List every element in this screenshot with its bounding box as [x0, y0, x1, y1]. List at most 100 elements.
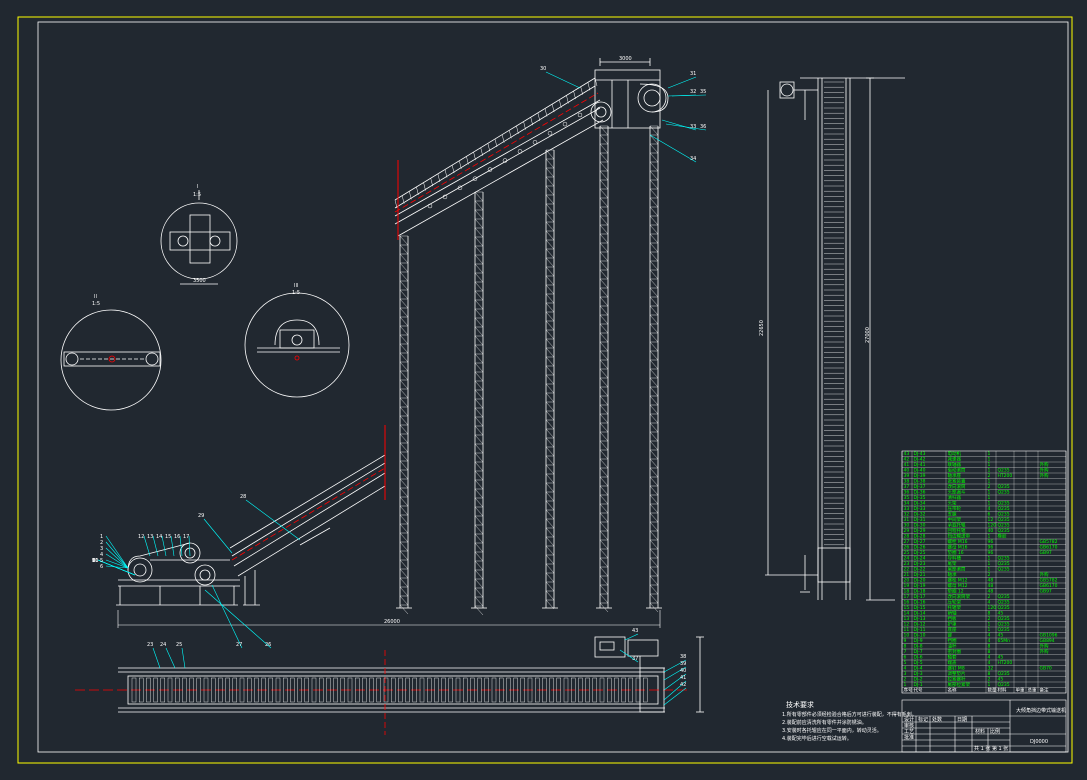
bom-cell: 张紧装置	[948, 478, 966, 485]
bom-cell: DJ-18	[914, 589, 926, 595]
tower-brace	[545, 275, 555, 286]
bom-cell: DJ-19	[914, 583, 926, 589]
tower-brace	[599, 575, 609, 586]
bom-cell: DJ-25	[914, 550, 926, 556]
leader-line	[181, 647, 186, 669]
plan-roller	[297, 677, 302, 703]
bom-cell: 8	[988, 671, 991, 677]
callout-number: 4	[100, 552, 103, 558]
plan-roller	[326, 677, 331, 703]
tower-brace	[545, 545, 555, 556]
bom-cell: Q235	[998, 594, 1010, 600]
callout-number: 37	[632, 656, 638, 662]
bom-cell: 螺栓 M12	[948, 577, 968, 584]
plan-roller	[513, 677, 518, 703]
bom-cell: DJ-33	[914, 506, 926, 512]
tower-brace	[545, 590, 555, 601]
bom-cell: Q235	[998, 600, 1010, 606]
tower-brace	[545, 518, 555, 529]
bom-cell: 头部漏斗	[948, 489, 966, 496]
bom-cell: 护罩	[948, 621, 957, 628]
tech-req-line-1: 1.所有零部件必须经检验合格后方可进行装配，不得有毛刺。	[782, 711, 917, 718]
tower-brace	[474, 587, 484, 598]
plan-roller	[484, 677, 489, 703]
tower-brace	[599, 485, 609, 496]
bom-cell: 30	[904, 523, 910, 529]
callout-number: 26	[265, 642, 271, 648]
bom-cell: 2	[904, 677, 907, 683]
bom-cell: 41	[904, 462, 910, 468]
bom-cell: 14	[904, 611, 910, 617]
bom-cell: 9	[904, 638, 907, 644]
detail-view-top	[160, 190, 238, 285]
bom-cell: 31	[904, 517, 910, 523]
tower-brace	[599, 332, 609, 343]
leader-line	[663, 659, 687, 673]
bom-cell: 45	[998, 633, 1004, 639]
bom-cell: Q235	[998, 506, 1010, 512]
tower-brace	[474, 443, 484, 454]
bom-cell: DJ-43	[914, 451, 926, 457]
bom-cell: 尾部拉紧架	[948, 681, 971, 688]
bom-cell: Q235	[998, 682, 1010, 688]
tb-label-7: 日期	[957, 717, 967, 723]
inner-frame	[37, 21, 1069, 753]
bom-cell: DJ-24	[914, 556, 926, 562]
tower-brace	[399, 262, 409, 273]
plan-roller	[275, 677, 281, 703]
bom-cell: 45	[998, 677, 1004, 683]
tower-brace	[545, 248, 555, 259]
tower-brace	[545, 356, 555, 367]
tower-brace	[649, 215, 659, 226]
bom-cell: 96	[988, 550, 994, 556]
tower-brace	[649, 269, 659, 280]
bom-cell: DJ-21	[914, 572, 926, 578]
tower-brace	[399, 442, 409, 453]
bom-cell: 65Mn	[998, 638, 1011, 644]
plan-roller	[412, 677, 417, 703]
view-c-title: III	[294, 283, 298, 289]
tower-brace	[599, 368, 609, 379]
bom-cell: Q235	[998, 468, 1010, 474]
tower-brace	[649, 359, 659, 370]
plan-roller	[635, 677, 641, 703]
carrier-roller	[457, 185, 463, 191]
belt-cleat	[537, 112, 541, 121]
tower-brace	[649, 557, 659, 568]
bom-cell: GB70	[1040, 666, 1052, 672]
plan-roller	[506, 677, 511, 703]
bom-cell: 尾部滚筒	[948, 566, 966, 573]
callout-number: 33	[690, 124, 696, 130]
bom-cell: 13	[904, 616, 910, 622]
callout-number: 15	[165, 534, 171, 540]
leader-line	[105, 547, 129, 569]
tower-brace	[649, 530, 659, 541]
bom-cell: 外购	[1040, 472, 1049, 479]
upper-conveyor	[394, 58, 669, 240]
bom-cell: 1	[988, 462, 991, 468]
carrier-roller	[427, 203, 433, 209]
plan-roller	[131, 677, 137, 703]
tower-brace	[545, 599, 555, 610]
bom-cell: DJ-32	[914, 512, 926, 518]
leader-line	[204, 589, 272, 649]
tower-brace	[649, 386, 659, 397]
bom-cell: Q235	[998, 605, 1010, 611]
bom-cell: 10	[904, 633, 910, 639]
belt-cleat	[437, 173, 441, 182]
tower-brace	[599, 251, 609, 262]
tower-brace	[545, 455, 555, 466]
bom-cell: 减速器	[948, 456, 962, 463]
tower-brace	[399, 388, 409, 399]
bom-cell: GB6170	[1040, 545, 1058, 551]
belt-cleat	[401, 195, 405, 204]
plan-roller	[167, 677, 173, 703]
bom-cell: DJ-9	[914, 638, 923, 644]
tower-brace	[545, 302, 555, 313]
bom-cell: 96	[988, 539, 994, 545]
plan-roller	[189, 677, 194, 703]
bom-cell: 5	[904, 660, 907, 666]
carrier-roller	[517, 149, 523, 154]
carrier-roller	[487, 167, 493, 172]
plan-roller	[369, 677, 374, 703]
